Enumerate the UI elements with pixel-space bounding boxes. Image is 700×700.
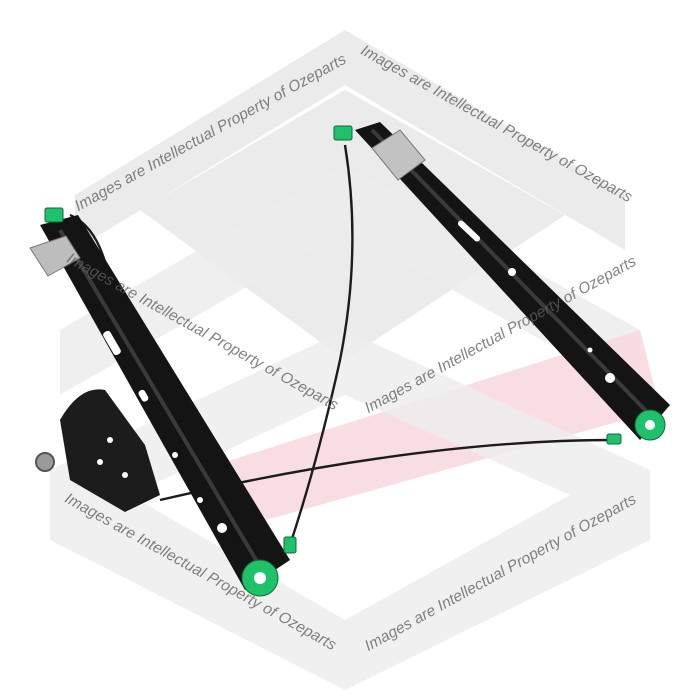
pulley-hubs (254, 420, 655, 584)
drum-bolts (97, 437, 128, 478)
motor-shaft (35, 452, 55, 472)
top-right-clip (333, 125, 353, 141)
lower-cable-clip (283, 536, 297, 554)
left-carrier-bracket (29, 235, 81, 277)
left-rail-holes (103, 330, 227, 533)
left-rail-ridge (58, 228, 267, 577)
green-clips (44, 125, 666, 597)
motor-housing (35, 389, 160, 512)
right-rail-body (355, 122, 670, 440)
left-rail (40, 215, 290, 590)
left-rail-body (40, 215, 290, 590)
right-rail-holes (457, 220, 615, 383)
top-left-clip (44, 207, 64, 223)
cable-top-to-lower-left (288, 144, 354, 546)
drum-cover (60, 389, 160, 512)
right-cable-clip (606, 433, 622, 445)
right-carrier-bracket (371, 129, 426, 181)
upper-brackets (29, 129, 426, 277)
right-rail (355, 122, 670, 440)
